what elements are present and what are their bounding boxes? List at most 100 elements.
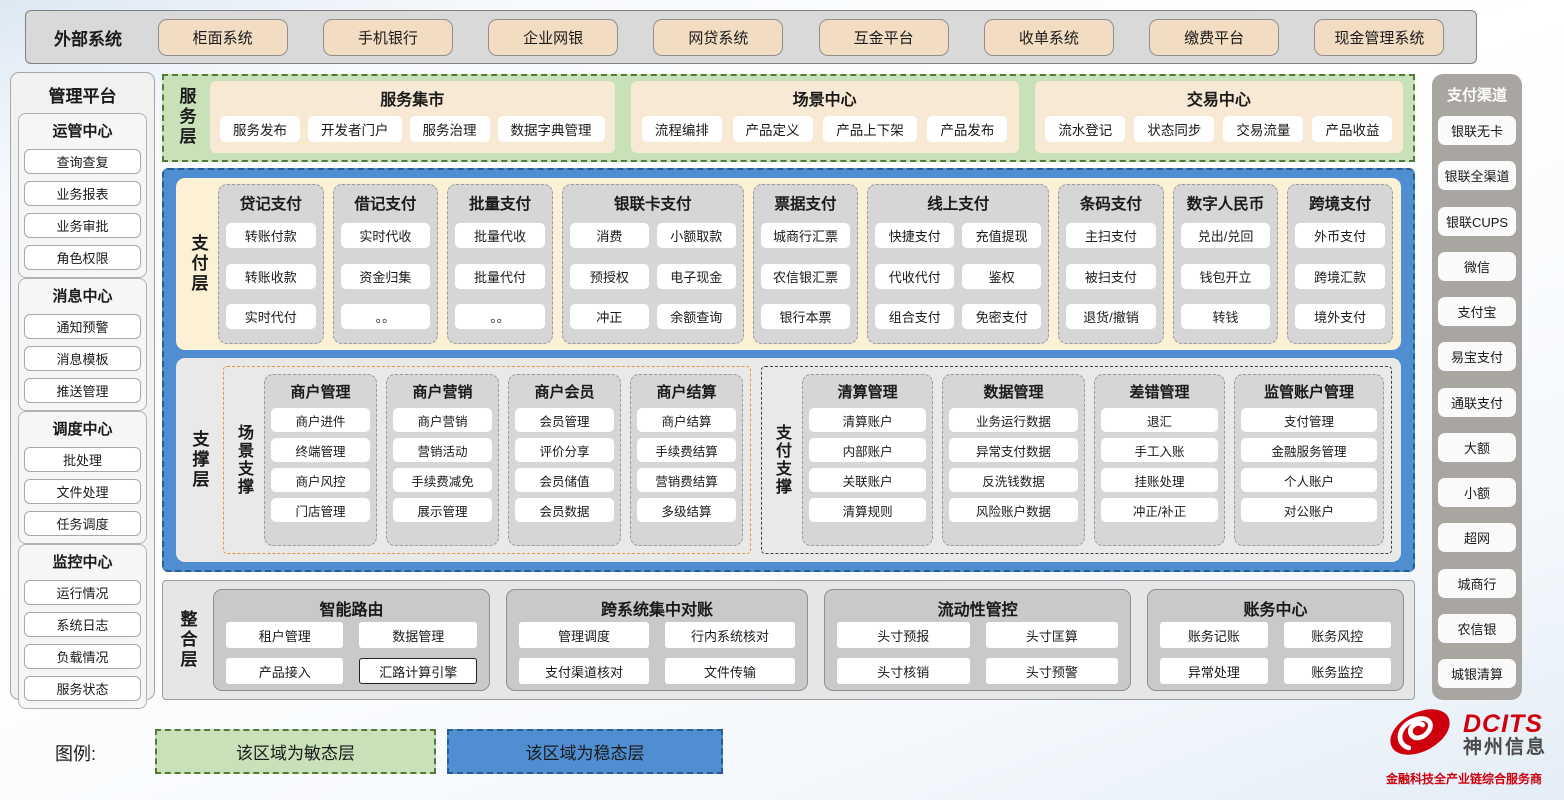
support-item-box: 清算账户	[809, 408, 927, 432]
support-item-box: 手续费结算	[637, 438, 736, 462]
payment-item-box: 转账收款	[226, 263, 316, 289]
payment-category: 线上支付快捷支付充值提现代收代付鉴权组合支付免密支付	[867, 184, 1050, 344]
payment-support-group: 支付支撑 清算管理清算账户内部账户关联账户清算规则数据管理业务运行数据异常支付数…	[761, 366, 1392, 554]
payment-item-box: 外币支付	[1295, 222, 1385, 248]
payment-channel-box: 银联CUPS	[1438, 206, 1516, 236]
external-system-box: 互金平台	[818, 18, 949, 56]
management-item-box: 角色权限	[24, 245, 141, 270]
management-section-title: 运管中心	[52, 123, 113, 140]
payment-channel-box: 支付宝	[1438, 297, 1516, 326]
support-item-box: 商户结算	[637, 408, 736, 432]
payment-category: 条码支付主扫支付被扫支付退货/撤销	[1058, 184, 1164, 344]
external-system-box: 缴费平台	[1149, 18, 1280, 56]
payment-channel-box: 城商行	[1438, 568, 1516, 598]
payment-item-box: 组合支付	[875, 304, 955, 330]
payment-item-box: 被扫支付	[1066, 263, 1156, 289]
integration-item-box: 汇路计算引擎	[359, 658, 477, 684]
integration-item-box: 异常处理	[1160, 658, 1268, 684]
service-item-box: 开发者门户	[308, 116, 402, 142]
service-item-box: 产品上下架	[823, 116, 917, 142]
payment-item-box: 消费	[569, 222, 649, 248]
payment-category-title: 贷记支付	[239, 196, 302, 213]
service-group-title: 场景中心	[792, 92, 857, 109]
management-platform-panel: 管理平台 运管中心查询查复业务报表业务审批角色权限消息中心通知预警消息模板推送管…	[10, 72, 155, 709]
integration-item-box: 产品接入	[226, 658, 344, 684]
payment-item-box: 主扫支付	[1066, 222, 1156, 248]
support-item-box: 会员储值	[515, 468, 614, 492]
integration-group: 智能路由租户管理数据管理产品接入汇路计算引擎	[213, 589, 490, 691]
external-systems-label: 外部系统	[54, 29, 122, 49]
support-item-box: 商户进件	[271, 408, 370, 432]
integration-item-box: 租户管理	[226, 622, 344, 648]
service-group: 交易中心流水登记状态同步交易流量产品收益	[1034, 81, 1403, 153]
management-section-title: 调度中心	[52, 421, 113, 438]
management-item-box: 通知预警	[24, 314, 141, 339]
integration-item-box: 头寸预报	[837, 622, 970, 648]
logo-name: DCITS	[1462, 710, 1543, 739]
service-group: 服务集市服务发布开发者门户服务治理数据字典管理	[210, 81, 615, 153]
integration-group: 跨系统集中对账管理调度行内系统核对支付渠道核对文件传输	[505, 589, 809, 691]
support-category-title: 商户结算	[656, 384, 717, 401]
payment-item-box: 兑出/兑回	[1180, 222, 1271, 248]
integration-group-title: 智能路由	[319, 602, 384, 619]
management-section: 消息中心通知预警消息模板推送管理	[18, 278, 147, 411]
payment-item-box: 资金归集	[340, 263, 431, 289]
payment-item-box: 钱包开立	[1180, 263, 1271, 289]
support-category: 商户营销商户营销营销活动手续费减免展示管理	[386, 374, 499, 546]
scene-support-group: 场景支撑 商户管理商户进件终端管理商户风控门店管理商户营销商户营销营销活动手续费…	[223, 366, 751, 554]
service-item-box: 交易流量	[1223, 116, 1304, 142]
payment-channel-box: 通联支付	[1438, 387, 1516, 417]
service-item-box: 产品发布	[927, 116, 1008, 142]
payment-support-label: 支付支撑	[773, 424, 790, 496]
support-item-box: 门店管理	[271, 498, 370, 522]
payment-channels-title: 支付渠道	[1446, 87, 1507, 104]
integration-item-box: 账务风控	[1283, 622, 1391, 648]
service-item-box: 数据字典管理	[497, 116, 605, 142]
integration-group: 账务中心账务记账账务风控异常处理账务监控	[1147, 589, 1404, 691]
support-category: 数据管理业务运行数据异常支付数据反洗钱数据风险账户数据	[942, 374, 1085, 546]
logo-tagline: 金融科技全产业链综合服务商	[1385, 772, 1542, 786]
legend-stable-layer: 该区域为稳态层	[447, 729, 723, 774]
service-item-box: 服务发布	[220, 116, 300, 142]
payment-item-box: 实时代收	[340, 222, 431, 248]
management-section-title: 消息中心	[52, 288, 113, 305]
payment-item-box: 。。	[455, 304, 545, 330]
integration-item-box: 头寸匡算	[985, 622, 1119, 648]
support-item-box: 退汇	[1100, 408, 1219, 432]
payment-item-box: 免密支付	[962, 304, 1042, 330]
payment-item-box: 实时代付	[226, 304, 316, 330]
external-systems-list: 柜面系统手机银行企业网银网贷系统互金平台收单系统缴费平台现金管理系统	[140, 18, 1462, 56]
management-section: 调度中心批处理文件处理任务调度	[18, 411, 147, 544]
support-layer-label: 支撑层	[189, 430, 209, 490]
payment-item-box: 退货/撤销	[1066, 304, 1156, 330]
payment-channel-box: 银联无卡	[1438, 116, 1516, 145]
payment-item-box: 批量代付	[455, 263, 545, 289]
payment-category-title: 线上支付	[927, 196, 990, 213]
payment-item-box: 农信银汇票	[760, 263, 851, 289]
external-system-box: 收单系统	[983, 18, 1114, 56]
support-category-title: 商户营销	[412, 384, 473, 401]
support-category: 清算管理清算账户内部账户关联账户清算规则	[802, 374, 934, 546]
payment-item-box: 小额取款	[656, 222, 736, 248]
payment-category-title: 借记支付	[354, 196, 417, 213]
external-system-box: 网贷系统	[653, 18, 784, 56]
payment-category-title: 跨境支付	[1309, 196, 1372, 213]
service-item-box: 产品定义	[732, 116, 813, 142]
payment-item-box: 电子现金	[656, 263, 736, 289]
payment-item-box: 境外支付	[1295, 304, 1385, 330]
dcits-logo: DCITS 神州信息 金融科技全产业链综合服务商	[1374, 702, 1554, 787]
support-category: 商户结算商户结算手续费结算营销费结算多级结算	[630, 374, 743, 546]
management-item-box: 批处理	[24, 447, 141, 472]
support-item-box: 商户风控	[271, 468, 370, 492]
integration-group: 流动性管控头寸预报头寸匡算头寸核销头寸预警	[824, 589, 1132, 691]
dcits-swirl-icon	[1381, 702, 1459, 767]
support-item-box: 评价分享	[515, 438, 614, 462]
payment-category: 贷记支付转账付款转账收款实时代付	[218, 184, 324, 344]
management-section-title: 监控中心	[52, 554, 113, 571]
integration-item-box: 行内系统核对	[665, 622, 796, 648]
payment-category-title: 银联卡支付	[614, 196, 692, 213]
payment-category: 数字人民币兑出/兑回钱包开立转钱	[1172, 184, 1279, 344]
support-item-box: 冲正/补正	[1100, 498, 1219, 522]
support-category: 商户会员会员管理评价分享会员储值会员数据	[508, 374, 621, 546]
